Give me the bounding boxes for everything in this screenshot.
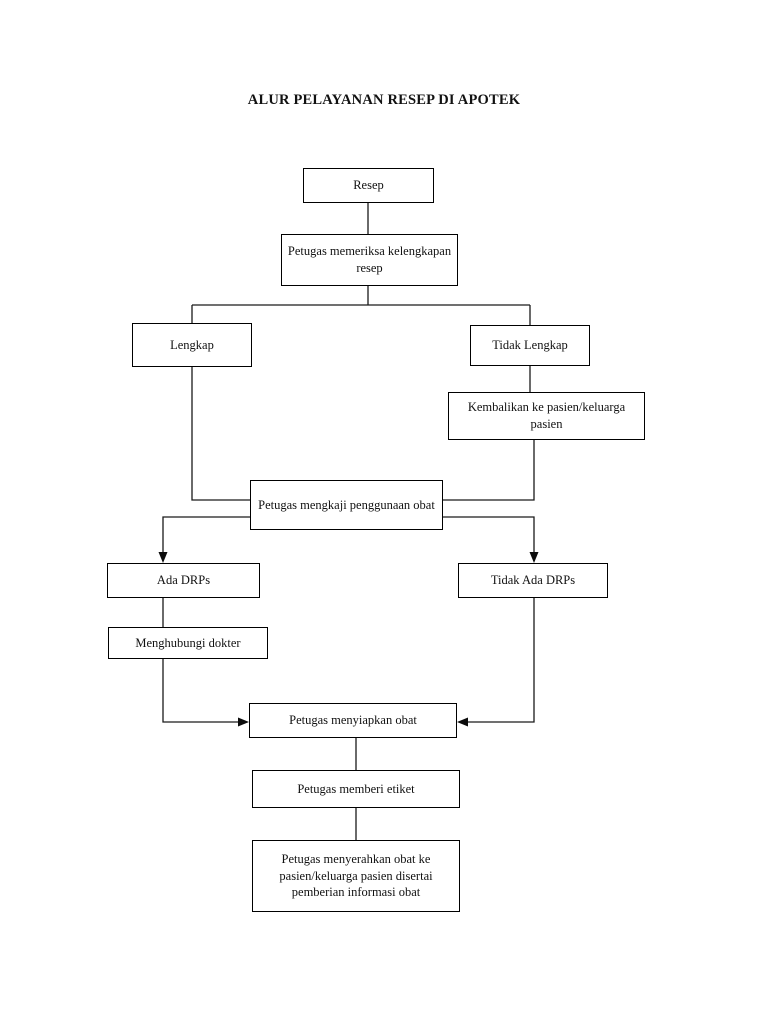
node-menghubungi-dokter[interactable]: Menghubungi dokter	[108, 627, 268, 659]
node-kembalikan-ke-pasien[interactable]: Kembalikan ke pasien/keluarga pasien	[448, 392, 645, 440]
connector-lengkap-to-mengkaji	[191, 367, 250, 501]
node-ada-drps[interactable]: Ada DRPs	[107, 563, 260, 598]
connector-mengkaji-to-tidakadadrps	[443, 516, 535, 556]
node-tidak-lengkap-label: Tidak Lengkap	[492, 338, 568, 353]
node-menghubungi-dokter-label: Menghubungi dokter	[135, 635, 241, 650]
node-lengkap-label: Lengkap	[170, 337, 214, 352]
arrowhead-tidakadadrps	[529, 552, 539, 563]
connector-menghubungi-to-menyiapkan	[162, 659, 242, 723]
node-resep[interactable]: Resep	[303, 168, 434, 203]
arrowhead-menyiapkan-left	[238, 717, 249, 727]
node-petugas-memberi-etiket-label: Petugas memberi etiket	[297, 781, 415, 796]
node-resep-label: Resep	[353, 178, 384, 193]
node-petugas-menyerahkan-obat[interactable]: Petugas menyerahkan obat ke pasien/kelua…	[252, 840, 460, 912]
connector-kembalikan-to-mengkaji	[443, 440, 535, 501]
node-petugas-menyerahkan-obat-label: Petugas menyerahkan obat ke pasien/kelua…	[279, 851, 433, 900]
node-petugas-mengkaji-label: Petugas mengkaji penggunaan obat	[258, 497, 435, 512]
node-tidak-ada-drps[interactable]: Tidak Ada DRPs	[458, 563, 608, 598]
node-petugas-mengkaji[interactable]: Petugas mengkaji penggunaan obat	[250, 480, 443, 530]
node-petugas-memeriksa-label: Petugas memeriksa kelengkapan resep	[287, 244, 452, 275]
node-petugas-menyiapkan-obat[interactable]: Petugas menyiapkan obat	[249, 703, 457, 738]
node-tidak-lengkap[interactable]: Tidak Lengkap	[470, 325, 590, 366]
connector-tidakadadrps-to-menyiapkan	[464, 598, 535, 723]
node-petugas-memeriksa[interactable]: Petugas memeriksa kelengkapan resep	[281, 234, 458, 286]
node-tidak-ada-drps-label: Tidak Ada DRPs	[490, 573, 576, 588]
node-lengkap[interactable]: Lengkap	[132, 323, 252, 367]
page-title: ALUR PELAYANAN RESEP DI APOTEK	[247, 92, 521, 108]
arrowhead-menyiapkan-right	[457, 717, 468, 727]
node-ada-drps-label: Ada DRPs	[156, 573, 211, 588]
node-petugas-memberi-etiket[interactable]: Petugas memberi etiket	[252, 770, 460, 808]
node-petugas-menyiapkan-obat-label: Petugas menyiapkan obat	[289, 713, 417, 728]
connector-mengkaji-to-adadrps	[162, 516, 250, 556]
node-kembalikan-ke-pasien-label: Kembalikan ke pasien/keluarga pasien	[467, 400, 626, 431]
arrowhead-adadrps	[158, 552, 168, 563]
